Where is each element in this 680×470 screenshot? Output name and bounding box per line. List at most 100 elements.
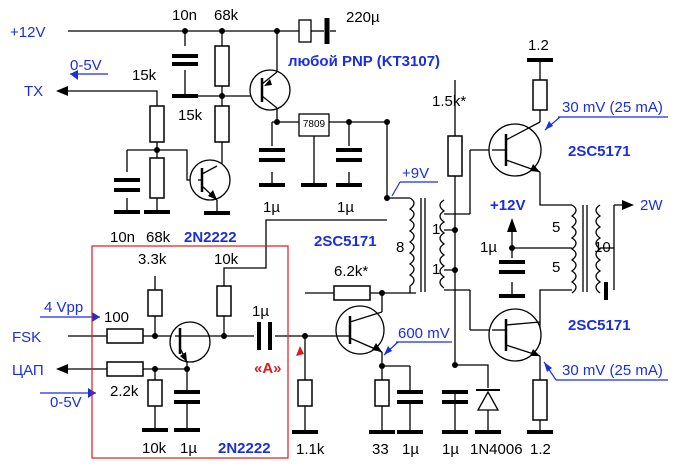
transistor-pa-top xyxy=(488,121,542,177)
r-100-label: 100 xyxy=(104,309,129,326)
c-1u-b-label: 1µ xyxy=(337,199,354,216)
output-label: 2W xyxy=(640,197,663,214)
resistor-33 xyxy=(374,379,390,407)
r-68k-top-label: 68k xyxy=(214,7,239,24)
ground-symbols xyxy=(114,58,608,434)
pa-supply-arrow-icon xyxy=(507,218,517,232)
r-1-2-top-label: 1.2 xyxy=(528,37,549,54)
resistor-1-1k xyxy=(297,379,313,407)
q-2n2222-top-label: 2N2222 xyxy=(184,229,237,246)
pnp-note-label: любой PNP (KT3107) xyxy=(288,53,440,70)
pa-current-top-label: 30 mV (25 mA) xyxy=(562,99,663,116)
capacitor-10n-top xyxy=(172,54,198,66)
resistor-100 xyxy=(106,328,144,344)
capacitor-1u-coupling xyxy=(257,322,272,350)
q-2n2222-bot-label: 2N2222 xyxy=(218,440,271,457)
output-arrow-icon xyxy=(622,200,634,210)
port-arrows xyxy=(56,86,634,374)
resistors xyxy=(106,45,548,421)
c-1u-e-label: 1µ xyxy=(180,440,197,457)
diode-1n4006 xyxy=(476,389,500,411)
pa-current-bot-label: 30 mV (25 mA) xyxy=(562,362,663,379)
voltage-regulator: 7809 xyxy=(298,113,330,137)
r-6-2k-label: 6.2k* xyxy=(334,263,368,280)
tx-label: TX xyxy=(24,83,43,100)
dac-label: ЦАП xyxy=(12,362,44,379)
resistor-15k-b xyxy=(214,105,230,143)
resistor-68k-bot xyxy=(149,157,165,199)
transistor-pa-bot xyxy=(488,308,542,362)
junction-dots xyxy=(152,28,515,372)
transistor-driver xyxy=(335,305,385,355)
transistor-2n2222-bot xyxy=(169,321,211,363)
resistor-3-3k xyxy=(147,289,163,317)
capacitor-10n-bot xyxy=(114,178,140,192)
capacitor-1u-e xyxy=(174,390,200,404)
t2-in-a-label: 5 xyxy=(552,219,560,236)
r-1-1k-label: 1.1k xyxy=(296,441,325,458)
transformer-t1 xyxy=(408,197,446,293)
r-68k-bot-label: 68k xyxy=(146,229,171,246)
transistor-pnp xyxy=(249,69,291,111)
resistor-10k-a xyxy=(216,285,232,317)
c-10n-bot-label: 10n xyxy=(110,229,135,246)
q-pa-top-label: 2SC5171 xyxy=(568,143,631,160)
r-3-3k-label: 3.3k xyxy=(138,251,167,268)
resistor-1-2-bot xyxy=(532,379,548,421)
c-1u-h-label: 1µ xyxy=(480,239,497,256)
tx-arrow-icon xyxy=(56,86,68,96)
c-1u-f-label: 1µ xyxy=(402,441,419,458)
dac-arrow-icon xyxy=(56,364,68,374)
t1-sec-a-label: 1 xyxy=(432,221,440,238)
resistor-10k-b xyxy=(147,379,163,407)
capacitors xyxy=(114,18,525,404)
c-1u-g-label: 1µ xyxy=(442,441,459,458)
tx-range-label: 0-5V xyxy=(70,57,102,74)
r-15k-b-label: 15k xyxy=(178,107,203,124)
resistor-68k-top xyxy=(214,45,230,87)
c-220u-label: 220µ xyxy=(346,9,380,26)
r-10k-a-label: 10k xyxy=(214,251,239,268)
q-pa-bot-label: 2SC5171 xyxy=(568,317,631,334)
fsk-label: FSK xyxy=(12,329,41,346)
input-block-frame xyxy=(91,245,289,459)
resistor-15k-tx xyxy=(149,105,165,143)
capacitor-1u-b xyxy=(336,148,362,162)
t2-out-label: 10 xyxy=(594,239,611,256)
capacitor-1u-f xyxy=(397,390,423,404)
t2-in-b-label: 5 xyxy=(552,259,560,276)
pa-supply-label: +12V xyxy=(490,197,525,214)
c-10n-top-label: 10n xyxy=(172,7,197,24)
diode-label: 1N4006 xyxy=(470,441,523,458)
r-1-2-bot-label: 1.2 xyxy=(530,441,551,458)
transistor-2n2222-top xyxy=(189,159,231,201)
fsk-level-label: 4 Vpp xyxy=(44,299,83,316)
regulator-label: 7809 xyxy=(303,119,326,130)
resistor-1-2-top xyxy=(532,79,548,111)
capacitor-1u-g xyxy=(442,390,468,404)
r-15k-tx-label: 15k xyxy=(132,67,157,84)
r-33-label: 33 xyxy=(372,441,389,458)
node-a-label: «A» xyxy=(254,360,282,377)
capacitor-220u xyxy=(298,18,336,44)
r-2-2k-label: 2.2k xyxy=(110,383,139,400)
labels: +12V TX 0-5V FSK 4 Vpp ЦАП 0-5V 2W +12V … xyxy=(10,7,663,458)
vreg-out-label: +9V xyxy=(402,165,429,182)
c-1u-coupling-label: 1µ xyxy=(252,303,269,320)
driver-emitter-label: 600 mV xyxy=(398,325,450,342)
transformer-t2 xyxy=(570,204,602,294)
capacitor-1u-h xyxy=(499,260,525,274)
supply-label: +12V xyxy=(10,24,45,41)
t1-primary-label: 8 xyxy=(396,239,404,256)
resistor-2-2k xyxy=(106,361,144,377)
r-1-5k-label: 1.5k* xyxy=(432,93,466,110)
node-a-arrow-icon xyxy=(296,346,304,356)
t1-sec-b-label: 1 xyxy=(432,261,440,278)
capacitor-1u-a xyxy=(259,148,285,162)
c-1u-a-label: 1µ xyxy=(263,199,280,216)
annotation-lines xyxy=(40,70,668,398)
resistor-1-5k xyxy=(447,135,463,177)
q-driver-label: 2SC5171 xyxy=(314,233,377,250)
resistor-6-2k xyxy=(333,285,371,301)
